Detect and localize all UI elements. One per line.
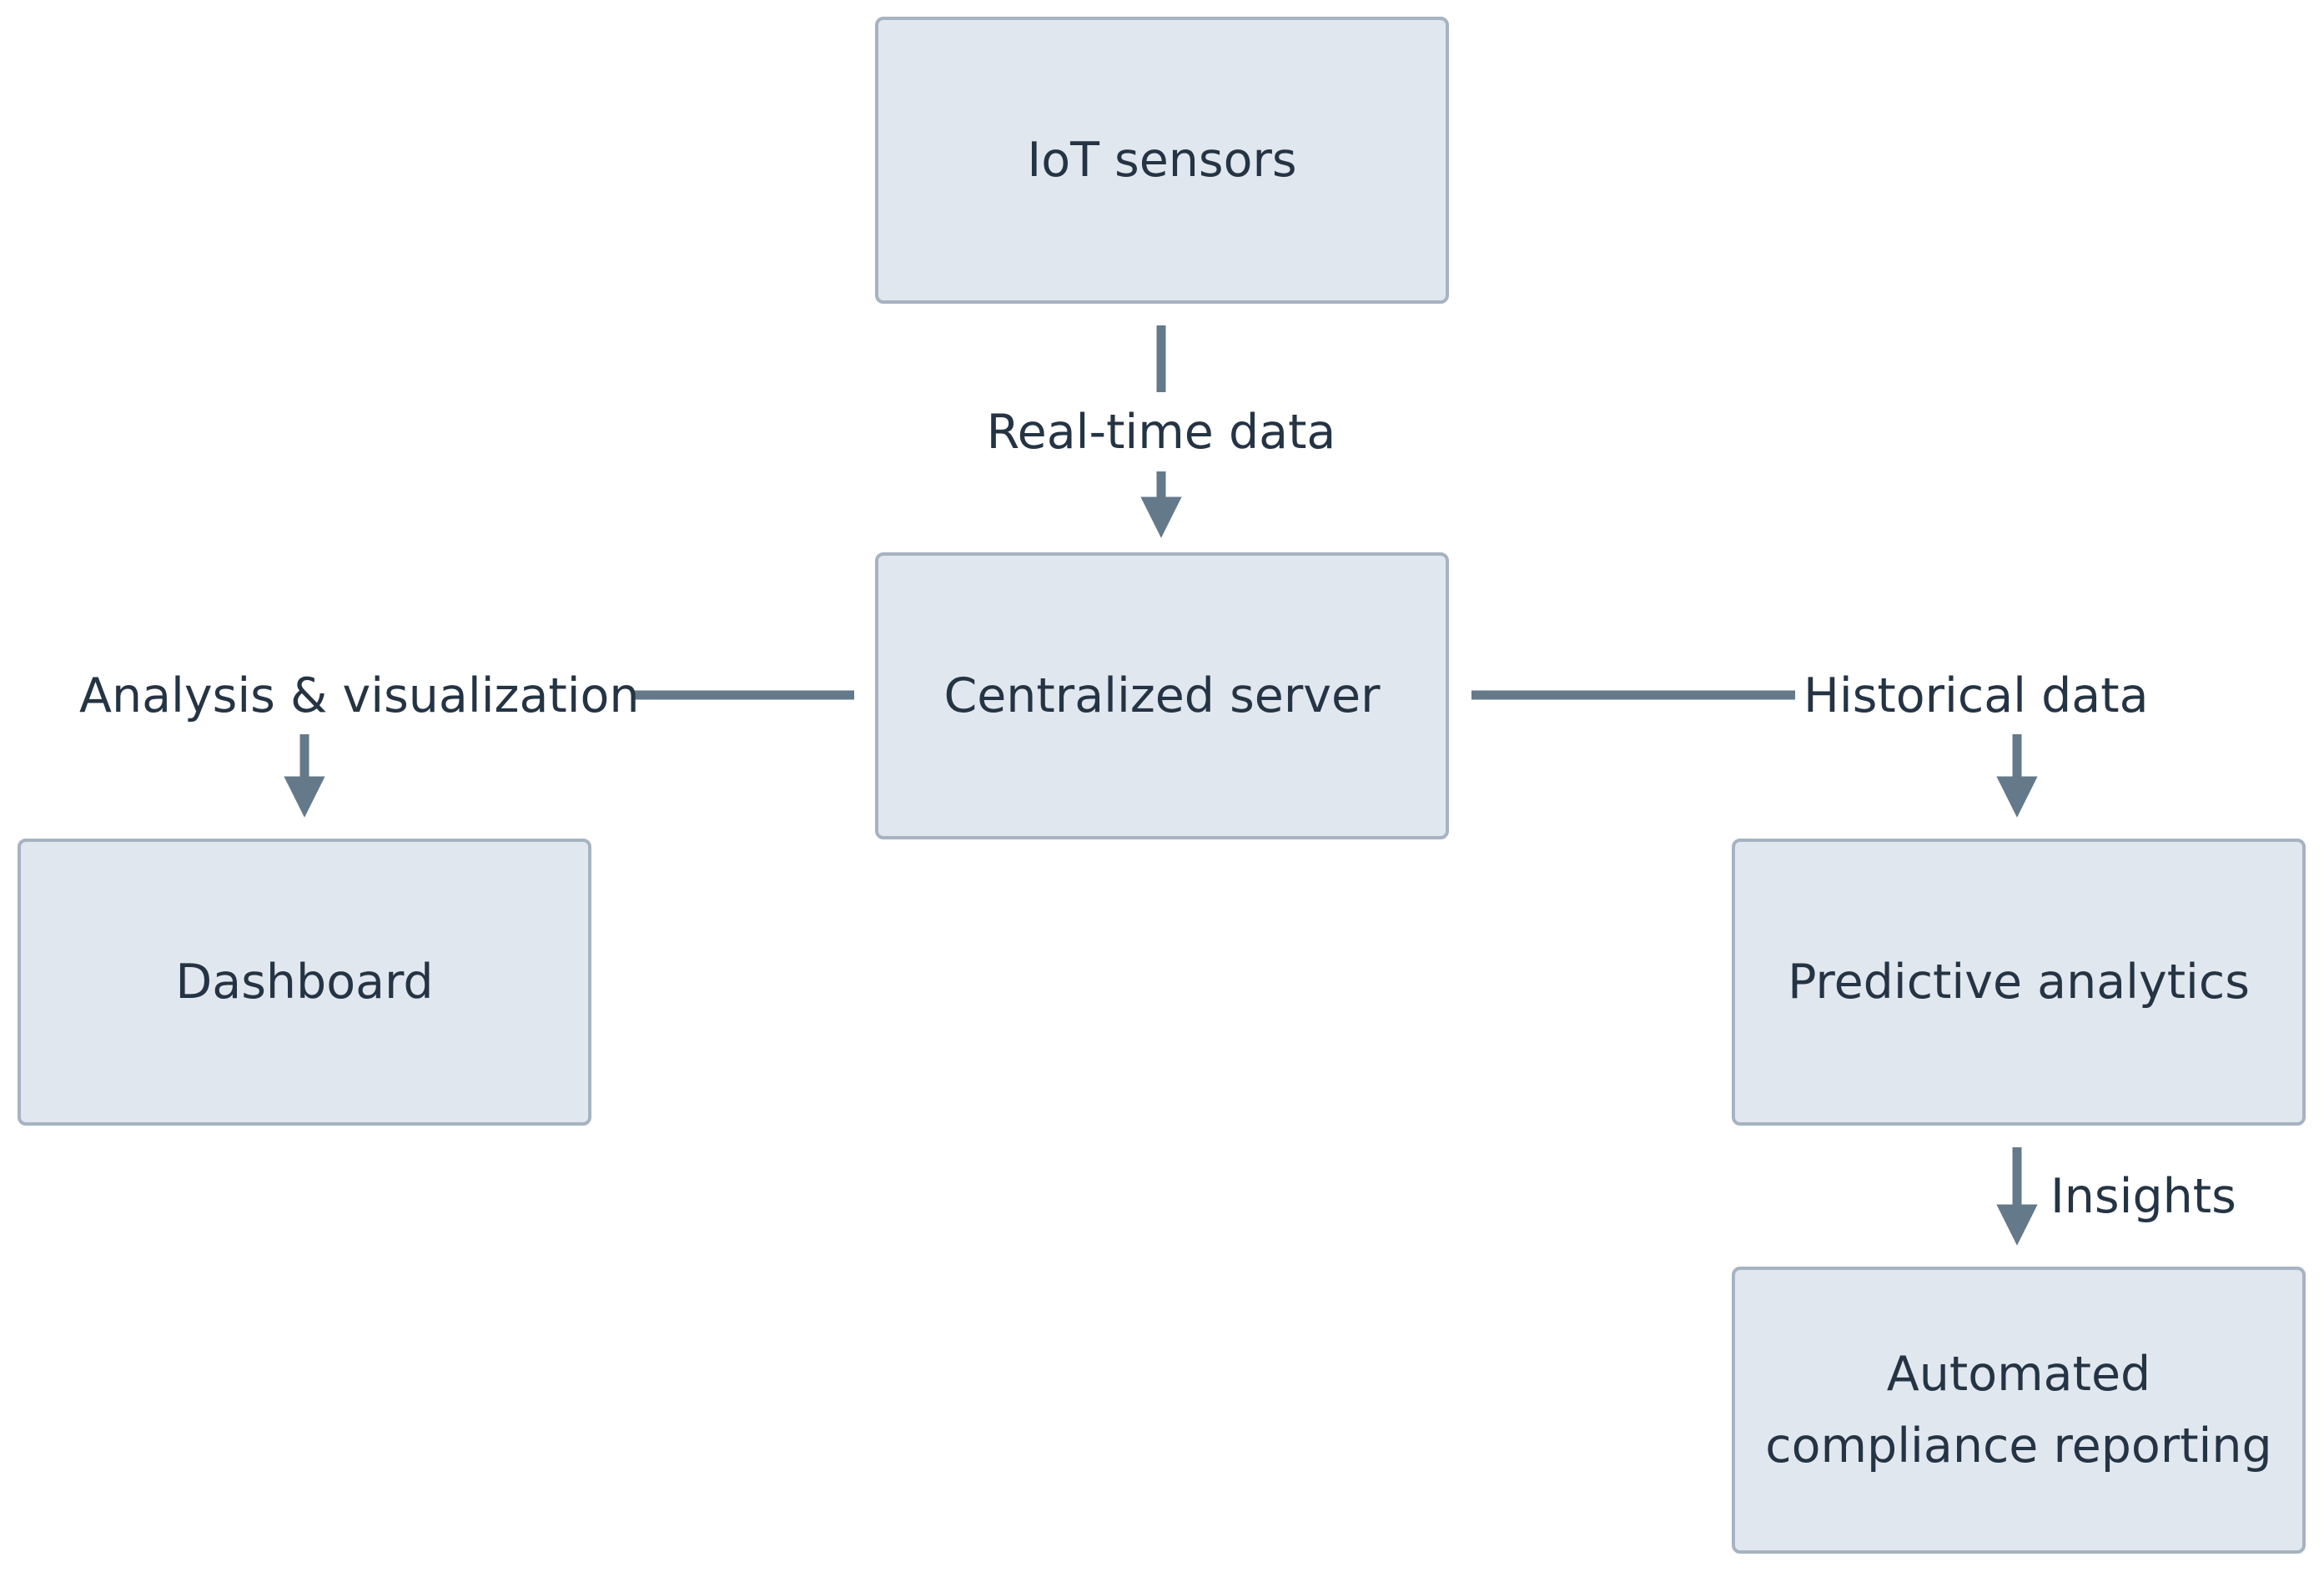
node-centralized-server: Centralized server xyxy=(875,552,1449,839)
edge-label-historical-data: Historical data xyxy=(1803,668,2149,723)
node-label: Predictive analytics xyxy=(1788,955,2250,1010)
edge-label-real-time-data: Real-time data xyxy=(986,405,1336,460)
node-label: Centralized server xyxy=(943,668,1381,723)
node-label: Dashboard xyxy=(175,955,434,1010)
node-label: Automated compliance reporting xyxy=(1765,1347,2272,1474)
node-automated-compliance-reporting: Automated compliance reporting xyxy=(1732,1267,2306,1554)
node-label: IoT sensors xyxy=(1027,133,1297,188)
edge-label-insights: Insights xyxy=(2050,1169,2236,1224)
node-iot-sensors: IoT sensors xyxy=(875,17,1449,304)
node-predictive-analytics: Predictive analytics xyxy=(1732,839,2306,1126)
edge-label-analysis-visualization: Analysis & visualization xyxy=(79,668,640,723)
node-dashboard: Dashboard xyxy=(18,839,591,1126)
